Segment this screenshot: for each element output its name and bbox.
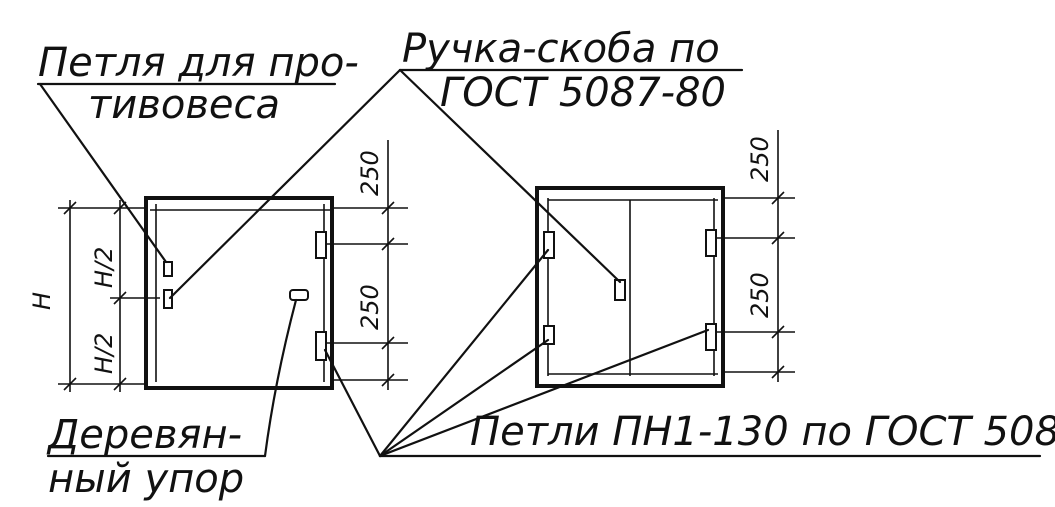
left-door [144,196,334,390]
hinge-leader [323,348,382,458]
hinge-leader [378,248,550,458]
left-bottom-offset-label: 250 [356,284,384,330]
counterweight-loop-label-line2: тивовеса [88,82,280,128]
handle-icon [614,279,626,301]
right-door-frame [535,186,725,388]
height-label: H [28,292,56,310]
wood-stop-label-line1: Деревян- [46,412,242,458]
handle-label-line1: Ручка-скоба по [402,26,720,72]
hinge-icon [543,231,555,259]
handle-leader-left [168,68,402,300]
right-door-dimensions: 250 250 [716,130,795,382]
handle-label-line2: ГОСТ 5087-80 [440,70,726,116]
left-door-dimensions: H H/2 H/2 250 250 [28,140,408,392]
hinge-leader [378,328,710,458]
wood-stop-leader [263,298,298,458]
leader-lines [38,68,710,458]
counterweight-leader [38,82,168,264]
hinges-label: Петли ПН1-130 по ГОСТ 5088-78 [378,409,1055,458]
wood-stop-label-line2: ный упор [48,456,244,502]
right-bottom-offset-label: 250 [746,272,774,318]
handle-leader-right [398,68,622,284]
counterweight-loop-icon [163,289,173,309]
left-top-offset-label: 250 [356,150,384,196]
right-door [535,186,725,388]
half-lower-label: H/2 [90,333,118,374]
hinge-icon [315,331,327,361]
left-door-frame [144,196,334,390]
counterweight-loop-label: Петля для про- тивовеса [36,40,359,128]
hinge-leader [378,338,550,458]
counterweight-loop-icon [163,261,173,277]
hinge-icon [705,323,717,351]
wooden-stop-icon [289,289,309,301]
half-upper-label: H/2 [90,247,118,288]
wood-stop-label: Деревян- ный упор [46,412,267,502]
hinge-icon [705,229,717,257]
hinges-label-text: Петли ПН1-130 по ГОСТ 5088-78 [470,409,1055,455]
hinge-icon [543,325,555,345]
right-top-offset-label: 250 [746,136,774,182]
hinge-icon [315,231,327,259]
handle-label: Ручка-скоба по ГОСТ 5087-80 [398,26,744,116]
counterweight-loop-label-line1: Петля для про- [38,40,359,86]
